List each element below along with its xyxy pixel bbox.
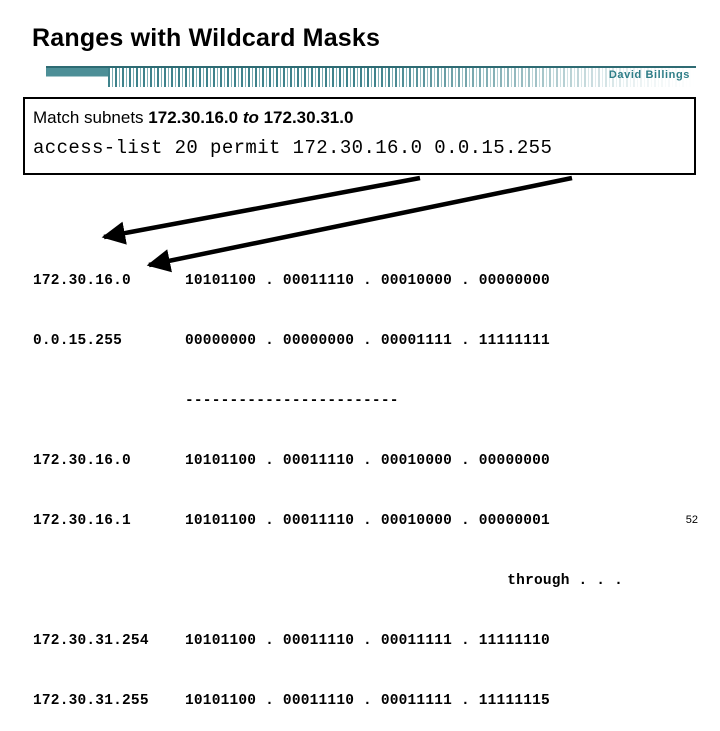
- row-bits: 10101100 . 00011110 . 00010000 . 0000000…: [185, 273, 550, 289]
- header-banner: David Billings: [46, 66, 696, 89]
- row-label: 172.30.16.0: [33, 273, 131, 289]
- table-row: 172.30.16.0 10101100 . 00011110 . 0001000…: [33, 451, 623, 471]
- row-label: 0.0.15.255: [33, 333, 123, 349]
- row-label: 172.30.31.255: [33, 693, 149, 709]
- row-bits: 10101100 . 00011110 . 00011111 . 1111111…: [185, 633, 550, 649]
- row-bits: 10101100 . 00011110 . 00011111 . 1111111…: [185, 693, 550, 709]
- table-divider: ------------------------: [33, 391, 623, 411]
- row-label: 172.30.16.1: [33, 513, 131, 529]
- match-prefix-text: Match subnets: [33, 108, 149, 127]
- row-label: 172.30.31.254: [33, 633, 149, 649]
- arrow-to-address-icon: [101, 175, 421, 245]
- divider-dashes: ------------------------: [185, 393, 399, 409]
- row-bits: 10101100 . 00011110 . 00010000 . 0000000…: [185, 513, 550, 529]
- table-row: 172.30.31.255 10101100 . 00011110 . 00011…: [33, 691, 623, 711]
- row-bits: 00000000 . 00000000 . 00001111 . 1111111…: [185, 333, 550, 349]
- match-subnets-line: Match subnets 172.30.16.0 to 172.30.31.0: [33, 108, 353, 128]
- banner-top-rule: [46, 66, 696, 68]
- table-row: 172.30.31.254 10101100 . 00011110 . 00011…: [33, 631, 623, 651]
- page-title: Ranges with Wildcard Masks: [32, 24, 381, 52]
- banner-stripe-pattern: [108, 68, 696, 87]
- binary-breakdown: 172.30.16.0 10101100 . 00011110 . 0001000…: [33, 231, 623, 731]
- callout-box: Match subnets 172.30.16.0 to 172.30.31.0…: [23, 97, 696, 175]
- match-start-address: 172.30.16.0: [148, 108, 239, 127]
- row-label: 172.30.16.0: [33, 453, 131, 469]
- row-bits: 10101100 . 00011110 . 00010000 . 0000000…: [185, 453, 550, 469]
- through-label: through . . .: [507, 573, 623, 589]
- author-label: David Billings: [608, 69, 690, 81]
- table-row: 172.30.16.0 10101100 . 00011110 . 0001000…: [33, 271, 623, 291]
- table-row: 0.0.15.255 00000000 . 00000000 . 00001111…: [33, 331, 623, 351]
- page-number: 52: [685, 514, 698, 526]
- match-end-address: 172.30.31.0: [263, 108, 354, 127]
- through-ellipsis-row: through . . .: [33, 571, 623, 591]
- table-row: 172.30.16.1 10101100 . 00011110 . 0001000…: [33, 511, 623, 531]
- access-list-command: access-list 20 permit 172.30.16.0 0.0.15…: [33, 137, 553, 159]
- match-connector-text: to: [238, 108, 264, 127]
